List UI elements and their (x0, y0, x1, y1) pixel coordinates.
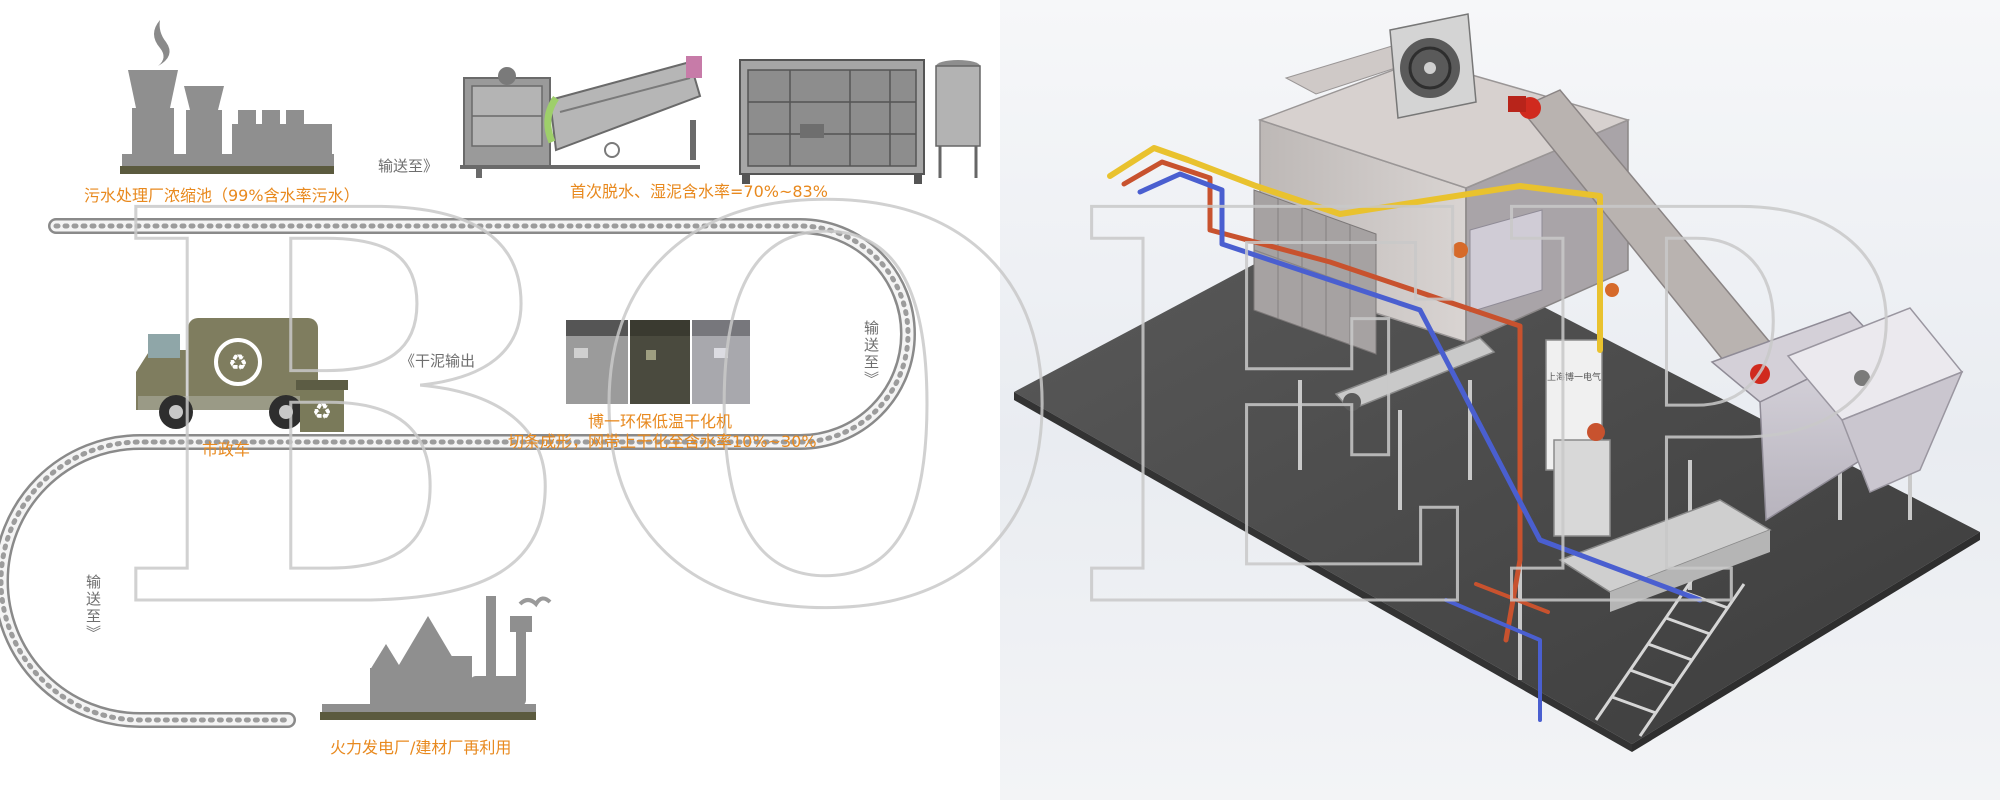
conveyor-path (0, 218, 916, 728)
watermark: BOEP (110, 94, 1900, 728)
equipment-render: 上海博一电气 (1014, 13, 1980, 752)
pipework (1107, 145, 1703, 722)
output-label: 《干泥输出 (400, 352, 476, 370)
dryer-name: 博一环保低温干化机 (588, 412, 733, 431)
convey-label-3: 输送至》 (84, 574, 102, 642)
svg-text:♻: ♻ (312, 400, 332, 425)
control-panel-label: 上海博一电气 (1547, 371, 1601, 383)
convey-label-2: 输送至》 (862, 320, 880, 388)
dryer-description: 切条成形，网带上干化至含水率10%~30% (508, 432, 817, 451)
power-plant-icon (320, 596, 552, 720)
screw-press-icon (460, 56, 702, 178)
step2-label: 首次脱水、湿泥含水率=70%~83% (570, 182, 828, 201)
truck-label: 市政车 (202, 440, 251, 459)
step1-label: 污水处理厂浓缩池（99%含水率污水） (84, 186, 360, 205)
dryer-blocks-icon (566, 320, 750, 404)
final-label: 火力发电厂/建材厂再利用 (330, 738, 512, 757)
svg-text:♻: ♻ (228, 351, 248, 376)
municipal-truck-icon: ♻ ♻ (136, 318, 348, 432)
belt-dryer-side-icon (739, 59, 981, 184)
convey-label-1: 输送至》 (378, 157, 439, 175)
wastewater-plant-icon (120, 20, 334, 174)
